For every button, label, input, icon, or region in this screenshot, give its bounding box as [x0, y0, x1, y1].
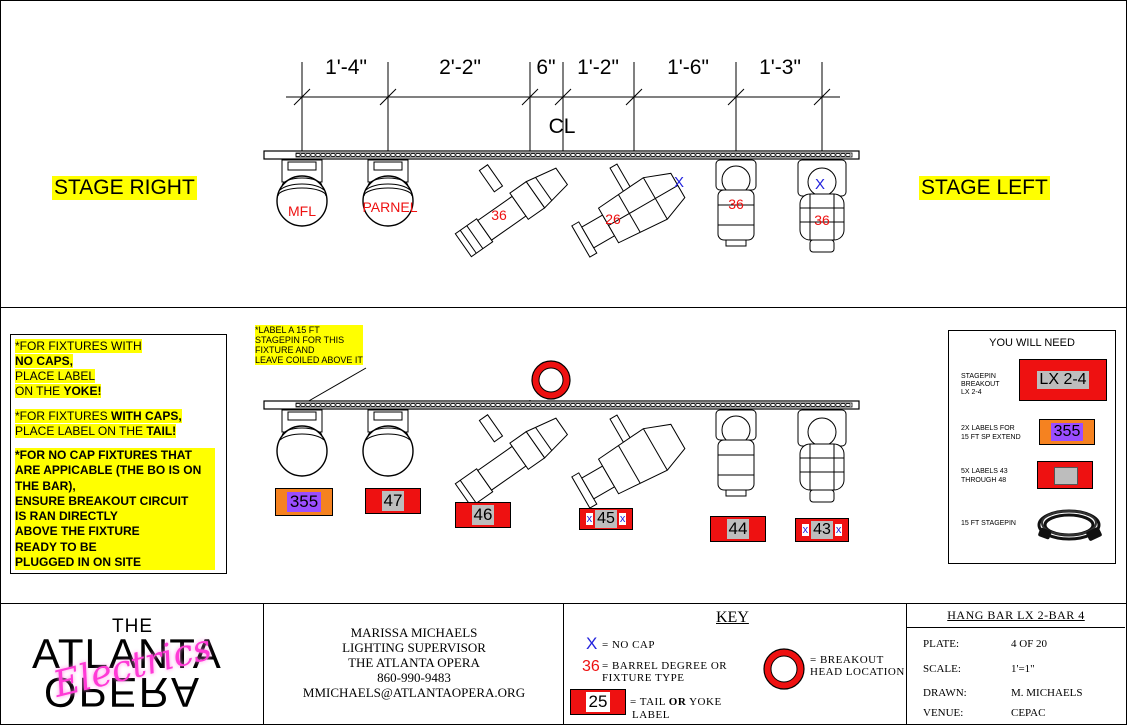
channel-label-43: x 43 x: [795, 518, 849, 542]
dimension-1: 1'-4": [325, 56, 367, 79]
venue-value: CEPAC: [1011, 707, 1046, 719]
channel-label-47: 47: [365, 488, 421, 514]
dimension-4: 1'-2": [577, 56, 619, 79]
channel-label-45: x 45 x: [579, 508, 633, 530]
no-cap-mark-45-left: x: [585, 513, 594, 525]
channel-label-355: 355: [275, 488, 333, 516]
fixture-label-36-a: 36: [491, 207, 507, 223]
drawn-value: M. MICHAELS: [1011, 687, 1083, 699]
note-with-caps: *FOR FIXTURES WITH CAPS, PLACE LABEL ON …: [15, 409, 182, 438]
need-item-labels-swatch: [1037, 461, 1093, 489]
you-will-need-title: YOU WILL NEED: [989, 337, 1075, 349]
dimension-2: 2'-2": [439, 56, 481, 79]
fixture-5: [715, 159, 757, 247]
top-bar-drawing: [263, 62, 860, 258]
channel-label-44: 44: [710, 516, 766, 542]
fixture-label-26: 26: [605, 211, 621, 227]
dimension-3: 6": [536, 56, 556, 79]
fixture-parnel: [362, 159, 414, 227]
note-no-caps: *FOR FIXTURES WITH NO CAPS, PLACE LABEL …: [15, 339, 142, 398]
key-title: KEY: [716, 609, 749, 626]
no-cap-mark-43-right: x: [834, 524, 843, 536]
key-barrel-text: = BARREL DEGREE OR: [602, 660, 728, 672]
plate-label: PLATE:: [923, 638, 960, 650]
need-item-stagepin-text: 15 FT STAGEPIN: [961, 520, 1016, 527]
dimension-6: 1'-3": [759, 56, 801, 79]
need-item-extend-swatch: 355: [1039, 419, 1095, 445]
middle-bar-drawing: [263, 360, 860, 509]
atlanta-opera-logo: THE ATLANTA OPERA Electrics: [32, 616, 222, 716]
key-legend: KEY X = NO CAP 36 = BARREL DEGREE OR FIX…: [564, 609, 906, 723]
notes-box: *FOR FIXTURES WITH NO CAPS, PLACE LABEL …: [10, 334, 227, 574]
fixture-ellipsoidal-4: [571, 163, 686, 258]
channel-label-46: 46: [455, 502, 511, 528]
key-no-cap-text: = NO CAP: [602, 639, 655, 651]
centerline-label: CL: [548, 115, 576, 138]
need-item-breakout-text: STAGEPIN BREAKOUT LX 2-4: [961, 373, 1000, 396]
venue-label: VENUE:: [923, 707, 964, 719]
no-cap-mark-2: X: [815, 176, 826, 193]
scale-label: SCALE:: [923, 663, 961, 675]
need-item-extend-text: 2X LABELS FOR 15 FT SP EXTEND: [961, 425, 1021, 441]
title-divider-1: [263, 603, 264, 725]
scale-value: 1'=1": [1011, 663, 1035, 675]
fixture-label-parnel: PARNEL: [362, 199, 418, 215]
dimension-5: 1'-6": [667, 56, 709, 79]
key-breakout-icon: [763, 648, 805, 690]
fixture-mfl: [276, 159, 328, 227]
title-divider-2: [563, 603, 564, 725]
key-label-symbol: 25: [570, 689, 626, 715]
title-divider-3: [906, 603, 907, 725]
section-divider-1: [0, 307, 1127, 308]
no-cap-mark-1: X: [674, 174, 685, 191]
need-item-breakout-swatch: LX 2-4: [1019, 359, 1107, 401]
title-block: HANG BAR LX 2-BAR 4 PLATE: 4 OF 20 SCALE…: [907, 604, 1127, 725]
need-item-labels-text: 5X LABELS 43 THROUGH 48: [961, 468, 1008, 484]
you-will-need-box: YOU WILL NEED STAGEPIN BREAKOUT LX 2-4 L…: [948, 330, 1116, 564]
fixture-label-36-c: 36: [814, 212, 830, 228]
drawn-label: DRAWN:: [923, 687, 967, 699]
no-cap-mark-45-right: x: [618, 513, 627, 525]
stagepin-cable-icon: [1037, 509, 1102, 541]
stage-left-label: STAGE LEFT: [919, 176, 1050, 200]
key-no-cap-symbol: X: [586, 634, 598, 653]
fixture-6: [797, 159, 847, 253]
note-breakout: *FOR NO CAP FIXTURES THAT ARE APPICABLE …: [15, 448, 215, 571]
fixture-label-36-b: 36: [728, 196, 744, 212]
key-barrel-symbol: 36: [582, 658, 600, 675]
stage-right-label: STAGE RIGHT: [52, 176, 197, 200]
fixture-ellipsoidal-3: [454, 164, 569, 258]
key-label-text: = TAIL OR YOKE: [630, 696, 722, 708]
callout-stagepin-note: *LABEL A 15 FT STAGEPIN FOR THIS FIXTURE…: [255, 325, 363, 365]
contact-block: MARISSA MICHAELS LIGHTING SUPERVISOR THE…: [302, 625, 526, 700]
drawing-title: HANG BAR LX 2-BAR 4: [947, 608, 1085, 622]
fixture-label-mfl: MFL: [288, 203, 316, 219]
key-breakout-text: = BREAKOUT HEAD LOCATION: [810, 654, 905, 678]
no-cap-mark-43-left: x: [801, 524, 810, 536]
plate-value: 4 OF 20: [1011, 638, 1048, 650]
